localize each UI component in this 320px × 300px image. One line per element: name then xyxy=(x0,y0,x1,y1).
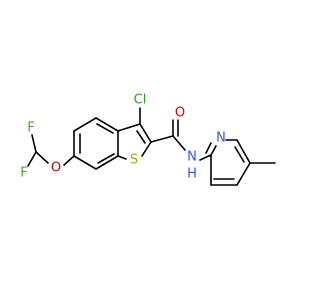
bond-n-pyridine-c2 xyxy=(199,154,212,161)
atom-label-f2: F xyxy=(20,166,27,181)
atom-label-carbonyl-oxygen: O xyxy=(175,106,185,121)
bond-layer xyxy=(27,107,276,186)
bond-s-c7a xyxy=(117,155,127,160)
bond-ccarbonyl-n xyxy=(172,135,186,151)
bond-c7-c7a xyxy=(95,155,119,170)
bond-oether-c6 xyxy=(63,155,75,166)
atom-label-sulfur: S xyxy=(130,153,138,168)
bond-c6-c7 xyxy=(73,155,97,170)
bond-c3a-c4-inner xyxy=(96,123,114,134)
atom-label-amide-nitrogen: N xyxy=(187,150,197,165)
bond-c3a-c3 xyxy=(117,123,141,132)
bond-py-c2-n1 xyxy=(210,145,217,156)
molecule-structure-diagram: F F O Cl S O N H N xyxy=(20,93,276,186)
bond-py-c5-c4 xyxy=(236,162,251,186)
bond-c2-ccarbonyl xyxy=(150,135,174,143)
bond-f2-chf2 xyxy=(27,151,37,167)
atom-label-amide-hydrogen: H xyxy=(187,167,197,182)
atom-label-chlorine: Cl xyxy=(134,93,147,108)
bond-c3a-c4 xyxy=(95,117,119,132)
bond-c4-c5 xyxy=(73,117,97,132)
bond-c3-c2 xyxy=(139,123,152,143)
bond-chf2-oether xyxy=(35,151,49,164)
bond-py-c6-c5-inner xyxy=(234,146,245,163)
bond-c3-c2-inner xyxy=(136,130,146,144)
bond-c7-c7a-inner xyxy=(97,153,115,164)
bond-py-c6-c5 xyxy=(236,139,251,164)
bond-f1-chf2 xyxy=(31,134,37,153)
bond-c2-s xyxy=(141,141,152,157)
atom-label-pyridine-nitrogen: N xyxy=(216,131,226,146)
atom-label-ether-oxygen: O xyxy=(51,161,61,176)
atom-label-layer: F F O Cl S O N H N xyxy=(20,93,226,182)
bond-py-c2-n1-second xyxy=(205,142,212,154)
atom-label-f1: F xyxy=(27,121,34,136)
